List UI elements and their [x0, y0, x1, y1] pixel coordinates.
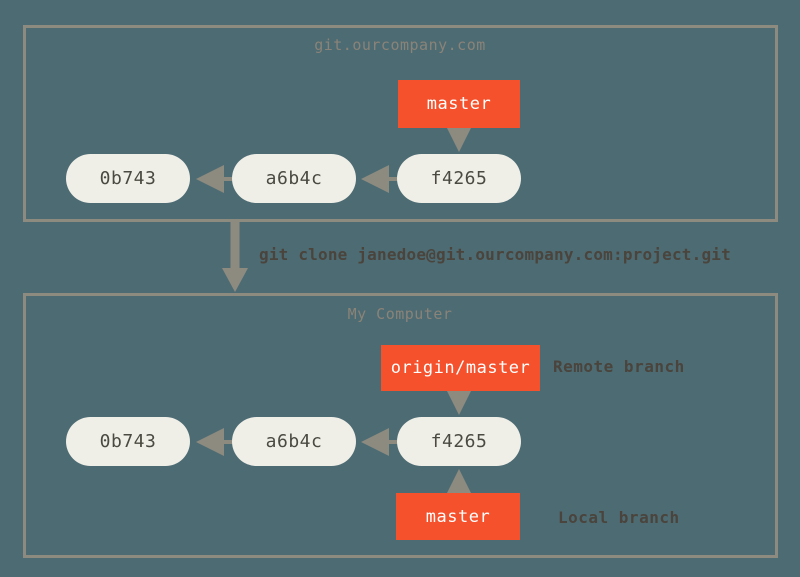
annotation-local-branch: Local branch: [558, 508, 680, 527]
commit-node-0b743-local[interactable]: 0b743: [66, 417, 190, 466]
commit-node-a6b4c-local[interactable]: a6b4c: [232, 417, 356, 466]
commit-node-f4265-local[interactable]: f4265: [397, 417, 521, 466]
clone-command-caption: git clone janedoe@git.ourcompany.com:pro…: [259, 245, 731, 264]
branch-label-master-server[interactable]: master: [398, 80, 520, 128]
commit-node-0b743-server[interactable]: 0b743: [66, 154, 190, 203]
arrow-clone-down: [222, 222, 248, 292]
commit-node-a6b4c-server[interactable]: a6b4c: [232, 154, 356, 203]
panel-my-computer: [23, 293, 778, 558]
panel-remote-server: [23, 25, 778, 222]
panel-title-remote-server: git.ourcompany.com: [314, 36, 486, 54]
commit-node-f4265-server[interactable]: f4265: [397, 154, 521, 203]
panel-title-my-computer: My Computer: [347, 305, 453, 323]
branch-label-origin-master[interactable]: origin/master: [381, 345, 540, 391]
branch-label-master-local[interactable]: master: [396, 493, 520, 540]
annotation-remote-branch: Remote branch: [553, 357, 685, 376]
